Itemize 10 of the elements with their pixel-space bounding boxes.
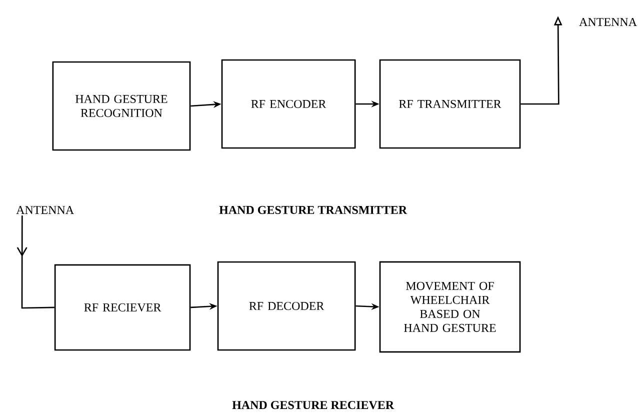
antenna-label: ANTENNA	[16, 206, 74, 214]
section-caption: HAND GESTURE TRANSMITTER	[219, 206, 408, 214]
antenna-label: ANTENNA	[579, 18, 637, 26]
process-box: RF TRANSMITTER	[379, 59, 521, 149]
process-box: HAND GESTURE RECOGNITION	[52, 61, 191, 151]
process-box: RF RECIEVER	[54, 264, 191, 351]
section-caption: HAND GESTURE RECIEVER	[232, 400, 394, 410]
process-box: MOVEMENT OF WHEELCHAIR BASED ON HAND GESTURE	[379, 261, 521, 353]
process-box: RF DECODER	[217, 261, 356, 351]
process-box: RF ENCODER	[221, 59, 356, 149]
